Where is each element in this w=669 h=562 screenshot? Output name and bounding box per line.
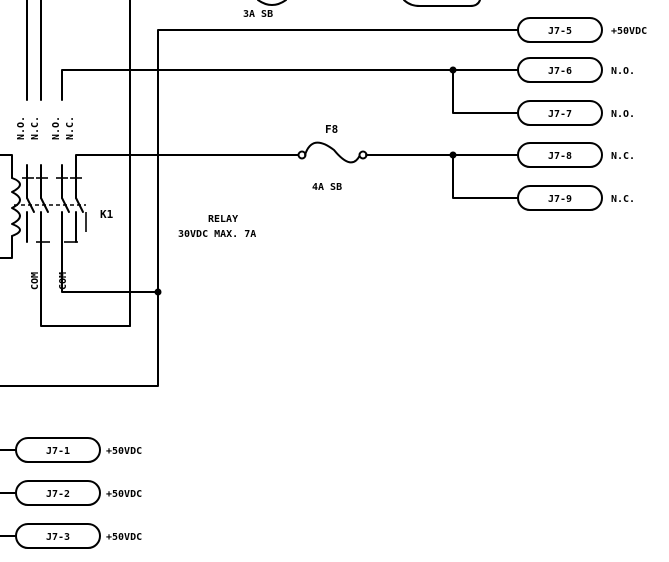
connector-j7-2	[15, 480, 101, 506]
wire-nc-branch	[452, 154, 519, 199]
connector-j7-8-signal: N.C.	[611, 151, 635, 162]
wire-coil-bottom	[0, 235, 13, 259]
connector-j7-2-signal: +50VDC	[106, 489, 142, 500]
wire-com-1	[40, 241, 131, 327]
relay-ref: K1	[100, 208, 114, 221]
top-fuse-label: 3A SB	[243, 9, 273, 20]
com-label-2: COM	[58, 272, 69, 290]
connector-j7-2-pin: J7-2	[46, 489, 70, 500]
contact-label-1: N.O.	[16, 116, 27, 140]
fuse-f8-rating: 4A SB	[312, 182, 342, 193]
connector-j7-5-pin: J7-5	[548, 26, 572, 37]
wire-no-branch	[452, 69, 519, 114]
contact-label-3: N.O.	[51, 116, 62, 140]
connector-j7-7	[517, 100, 603, 126]
connector-j7-8	[517, 142, 603, 168]
fuse-f8-name: F8	[325, 123, 338, 136]
connector-j7-7-pin: J7-7	[548, 109, 572, 120]
connector-j7-6-signal: N.O.	[611, 66, 635, 77]
connector-j7-3-signal: +50VDC	[106, 532, 142, 543]
connector-j7-1	[15, 437, 101, 463]
connector-j7-6	[517, 57, 603, 83]
relay-rating: 30VDC MAX. 7A	[178, 229, 256, 240]
connector-j7-1-pin: J7-1	[46, 446, 70, 457]
contact-label-2: N.C.	[30, 116, 41, 140]
connector-j7-3	[15, 523, 101, 549]
wire-com-2	[61, 241, 159, 293]
junction-no	[449, 66, 457, 74]
wire-coil-top	[0, 154, 13, 179]
wire-no-line	[61, 69, 519, 101]
connector-j7-3-pin: J7-3	[46, 532, 70, 543]
connector-j7-9	[517, 185, 603, 211]
connector-j7-6-pin: J7-6	[548, 66, 572, 77]
connector-j7-5	[517, 17, 603, 43]
com-label-1: COM	[30, 272, 41, 290]
connector-j7-9-signal: N.C.	[611, 194, 635, 205]
junction-nc	[449, 151, 457, 159]
relay-label: RELAY	[208, 214, 238, 225]
top-partial-box	[403, 0, 481, 7]
connector-j7-5-signal: +50VDC	[611, 26, 647, 37]
junction-com	[154, 288, 162, 296]
connector-j7-7-signal: N.O.	[611, 109, 635, 120]
connector-j7-8-pin: J7-8	[548, 151, 572, 162]
top-fuse-arc	[257, 0, 287, 6]
relay-coil	[11, 177, 21, 237]
connector-j7-1-signal: +50VDC	[106, 446, 142, 457]
contact-label-4: N.C.	[65, 116, 76, 140]
wire-nc-left	[75, 154, 300, 176]
wire-50vdc-bus	[0, 29, 519, 387]
fuse-f8-symbol	[304, 141, 361, 164]
connector-j7-9-pin: J7-9	[548, 194, 572, 205]
